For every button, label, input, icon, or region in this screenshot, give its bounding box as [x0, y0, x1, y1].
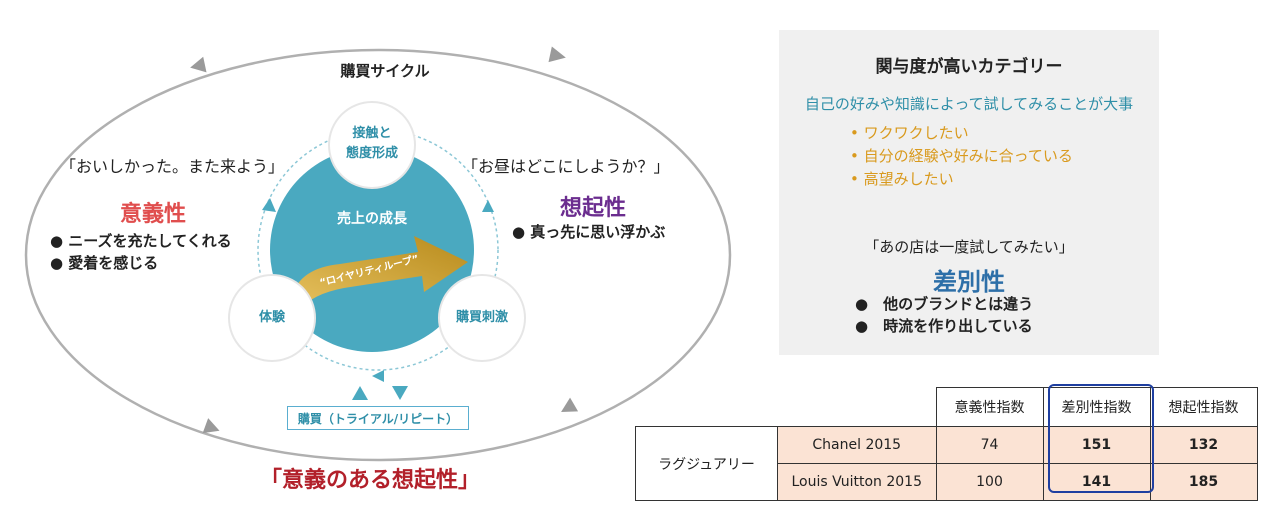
panel-bullet-2: ● 時流を作り出している: [855, 317, 1033, 335]
cycle-title: 購買サイクル: [340, 62, 430, 80]
outer-ellipse: [24, 48, 732, 462]
inner-arrow-left: [262, 198, 276, 212]
table-brand: Chanel 2015: [777, 426, 937, 464]
right-bullet: ● 真っ先に思い浮かぶ: [512, 223, 666, 241]
panel-bullets: • ワクワクしたい • 自分の経験や好みに合っている • 高望みしたい: [850, 122, 1073, 191]
table-header: 意義性指数: [935, 387, 1044, 427]
arrow-down-icon: [392, 386, 408, 400]
table-cell: 100: [935, 463, 1044, 501]
node-stimulus: [438, 274, 526, 362]
left-bullet: ● ニーズを充たしてくれる: [50, 232, 232, 250]
left-bullet: ● 愛着を感じる: [50, 254, 159, 272]
left-bullets: ● ニーズを充たしてくれる ● 愛着を感じる: [50, 230, 232, 274]
panel-bullet: • 自分の経験や好みに合っている: [850, 147, 1073, 165]
differentiation-highlight: [1048, 384, 1154, 493]
center-circle: [270, 148, 474, 352]
panel-subtitle: 自己の好みや知識によって試してみることが大事: [804, 95, 1134, 113]
right-heading: 想起性: [560, 196, 627, 221]
right-quote: 「お昼はどこにしようか？」: [462, 157, 670, 176]
node-experience: [228, 274, 316, 362]
outer-arrow-top-left: [190, 56, 207, 73]
category-panel: [779, 30, 1159, 355]
table-brand: Louis Vuitton 2015: [777, 463, 937, 501]
right-bullets: ● 真っ先に思い浮かぶ: [512, 221, 665, 243]
table-category: ラグジュアリー: [635, 426, 778, 501]
panel-heading: 差別性: [933, 268, 1005, 296]
outer-arrow-bottom-left: [202, 418, 220, 434]
table-cell: 74: [935, 426, 1044, 464]
table-cell: 132: [1149, 426, 1258, 464]
table-row: Louis Vuitton 2015 100 141 185: [636, 463, 1258, 501]
index-table: 意義性指数 差別性指数 想起性指数 ラグジュアリー Chanel 2015 74…: [635, 387, 1258, 501]
bottom-title: 「意義のある想起性」: [259, 468, 480, 493]
left-quote: 「おいしかった。また来よう」: [60, 157, 285, 176]
panel-bullet-2: ● 他のブランドとは違う: [855, 295, 1034, 313]
outer-arrow-top-right: [548, 46, 566, 63]
node-stimulus-label: 購買刺激: [455, 310, 508, 325]
arrow-up-icon: [352, 386, 368, 400]
inner-arrow-bottom: [372, 370, 384, 382]
panel-quote: 「あの店は一度試してみたい」: [864, 238, 1074, 256]
table-row: ラグジュアリー Chanel 2015 74 151 132: [635, 426, 1258, 501]
node-contact-line1: 接触と: [352, 126, 392, 141]
panel-bullets-2: ● 他のブランドとは違う ● 時流を作り出している: [855, 293, 1033, 337]
outer-arrow-bottom-right: [561, 397, 579, 412]
panel-title: 関与度が高いカテゴリー: [875, 57, 1063, 77]
inner-arrow-right: [482, 200, 494, 212]
node-experience-label: 体験: [258, 310, 285, 325]
panel-bullet: • 高望みしたい: [850, 170, 954, 188]
left-heading: 意義性: [120, 202, 187, 227]
node-contact-label: 接触と 態度形成: [330, 124, 414, 164]
table-cell: 141: [1042, 463, 1151, 501]
table-header-row: 意義性指数 差別性指数 想起性指数: [636, 387, 1258, 427]
loyalty-arrow: [292, 236, 468, 310]
panel-bullet: • ワクワクしたい: [850, 124, 969, 142]
table-cell: 185: [1149, 463, 1258, 501]
node-contact: [328, 101, 416, 189]
center-label: 売上の成長: [337, 211, 407, 227]
table-header: 想起性指数: [1149, 387, 1258, 427]
purchase-box: 購買（トライアル/リピート）: [287, 406, 469, 430]
node-contact-line2: 態度形成: [345, 146, 398, 161]
table-header: 差別性指数: [1042, 387, 1151, 427]
